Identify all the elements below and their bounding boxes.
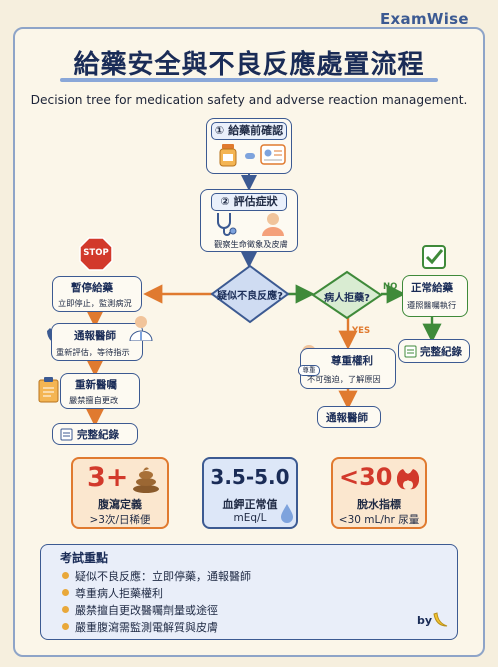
medication-bottle-icon: [219, 144, 237, 167]
tile-dehydration-value: <30: [339, 463, 393, 491]
tile-dehydration-label: 脫水指標: [357, 498, 401, 511]
tile-potassium: 3.5-5.0 血鉀正常值 mEq/L: [202, 457, 298, 529]
tile-potassium-desc: mEq/L: [233, 512, 267, 524]
branch-no-label: NO: [383, 282, 398, 292]
key-points-box: [40, 544, 458, 640]
notify-doctor-title: 通報醫師: [74, 330, 116, 342]
notify-doctor-right-label: 通報醫師: [326, 412, 368, 424]
complete-record-left-box: 完整紀錄: [52, 423, 138, 445]
decision-refuse-diamond: [311, 270, 383, 320]
reorder-title: 重新醫囑: [75, 379, 117, 391]
branch-yes-label: YES: [352, 326, 371, 336]
tile-dehydration: <30 脫水指標 <30 mL/hr 尿量: [331, 457, 427, 529]
bullet-icon: [62, 623, 69, 630]
checkmark-icon: [422, 245, 446, 269]
key-point-item: 疑似不良反應：立即停藥，通報醫師: [62, 568, 251, 584]
tile-dehydration-desc: <30 mL/hr 尿量: [338, 514, 420, 526]
notify-doctor-right-box: 通報醫師: [317, 406, 381, 428]
step1-title: ① 給藥前確認: [211, 122, 287, 140]
patient-id-card-icon: [260, 144, 286, 165]
tile-potassium-label: 血鉀正常值: [222, 498, 278, 511]
respect-rights-desc: 不可強迫，了解原因: [307, 374, 381, 384]
decision-adverse-diamond: [210, 264, 290, 324]
banana-icon: [433, 612, 448, 627]
complete-record-right-box: 完整紀錄: [398, 339, 470, 363]
pill-icon: [245, 153, 255, 159]
key-points-heading: 考試重點: [60, 551, 109, 565]
patient-icon: [262, 213, 284, 236]
title-underline: [60, 78, 438, 82]
decision-adverse-label: 疑似不良反應?: [217, 291, 283, 302]
step1-box: ① 給藥前確認: [206, 118, 292, 174]
stop-dispense-title: 暫停給藥: [71, 282, 113, 294]
reorder-box: 重新醫囑 嚴禁擅自更改: [60, 373, 140, 409]
decision-refuse-label: 病人拒藥?: [324, 293, 370, 304]
stool-icon: [133, 467, 159, 493]
page-title: 給藥安全與不良反應處置流程: [73, 50, 425, 80]
stop-dispense-box: 暫停給藥 立即停止，監測病況: [52, 276, 142, 312]
doctor-icon: [129, 316, 153, 341]
notify-doctor-desc: 重新評估，等待指示: [56, 347, 130, 357]
tile-potassium-value: 3.5-5.0: [210, 465, 290, 489]
record-icon: [60, 428, 73, 441]
key-point-text: 疑似不良反應：立即停藥，通報醫師: [75, 570, 251, 583]
bullet-icon: [62, 606, 69, 613]
normal-dispense-box: 正常給藥 遵照醫囑執行: [402, 275, 468, 317]
water-drop-icon: [281, 504, 293, 523]
byline: by: [417, 614, 433, 627]
tile-diarrhea: 3+ 腹瀉定義 >3次/日稀便: [71, 457, 169, 529]
stop-sign-icon: [79, 237, 113, 271]
key-point-item: 尊重病人拒藥權利: [62, 585, 163, 601]
step2-caption: 觀察生命徵象及皮膚: [214, 239, 288, 249]
respect-rights-title: 尊重權利: [331, 355, 373, 367]
step2-box: ② 評估症狀 觀察生命徵象及皮膚: [200, 189, 298, 252]
reorder-desc: 嚴禁擅自更改: [69, 395, 119, 405]
page-subtitle: Decision tree for medication safety and …: [30, 93, 468, 107]
tile-diarrhea-desc: >3次/日稀便: [89, 514, 151, 526]
key-point-text: 嚴重腹瀉需監測電解質與皮膚: [75, 621, 218, 634]
key-point-text: 尊重病人拒藥權利: [75, 587, 163, 600]
complete-record-left-label: 完整紀錄: [77, 429, 119, 441]
clipboard-icon: [38, 377, 59, 403]
tile-diarrhea-value: 3+: [87, 462, 129, 493]
stop-sign-text: STOP: [83, 248, 109, 258]
step2-title: ② 評估症狀: [211, 193, 287, 211]
key-point-item: 嚴禁擅自更改醫囑劑量或途徑: [62, 602, 218, 618]
normal-dispense-title: 正常給藥: [411, 282, 453, 294]
tile-diarrhea-label: 腹瀉定義: [98, 498, 142, 511]
brand-logo: ExamWise: [380, 10, 469, 28]
kidney-icon: [397, 469, 419, 490]
record-icon: [404, 345, 417, 358]
bullet-icon: [62, 589, 69, 596]
complete-record-right-label: 完整紀錄: [420, 346, 462, 358]
bullet-icon: [62, 572, 69, 579]
notify-doctor-box: 通報醫師 重新評估，等待指示: [51, 323, 143, 361]
respect-badge: 尊重: [298, 365, 320, 376]
key-point-text: 嚴禁擅自更改醫囑劑量或途徑: [75, 604, 218, 617]
stop-dispense-desc: 立即停止，監測病況: [58, 298, 132, 308]
stethoscope-icon: [217, 213, 237, 236]
normal-dispense-desc: 遵照醫囑執行: [407, 300, 457, 310]
key-point-item: 嚴重腹瀉需監測電解質與皮膚: [62, 619, 218, 635]
